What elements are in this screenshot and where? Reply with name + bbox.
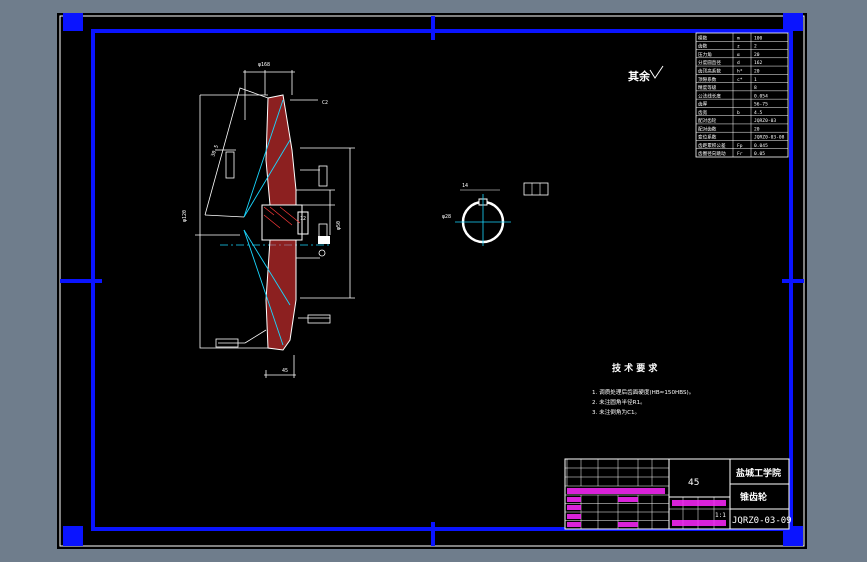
param-label: 顶隙系数 [698, 76, 717, 83]
svg-text:12: 12 [300, 216, 306, 222]
param-label: 齿宽 [698, 109, 708, 116]
technical-requirements: 技 术 要 求 1. 调质处理后齿面硬度(HB≈150HBS)。 2. 未注圆角半… [592, 362, 694, 416]
drawing-number: JQRZ0-03-09 [732, 516, 792, 526]
param-value: 20 [754, 69, 760, 75]
param-symbol: b [737, 110, 740, 116]
param-label: 齿顶高系数 [698, 68, 721, 75]
svg-text:φ28: φ28 [442, 214, 451, 220]
tolerance-frames [215, 151, 331, 348]
param-value: 56-75 [754, 102, 768, 108]
roughness-label: 其余 [628, 69, 651, 83]
upper-section-hatch [265, 94, 297, 206]
svg-text:φ50: φ50 [336, 221, 342, 230]
svg-text:30.5: 30.5 [210, 144, 220, 157]
gear-section-view: φ168 φ120 φ50 45 C2 12 30.5 [182, 62, 355, 378]
param-value: 1 [754, 77, 757, 83]
tech-req-item: 1. 调质处理后齿面硬度(HB≈150HBS)。 [592, 388, 694, 396]
param-label: 齿距累积公差 [698, 142, 726, 149]
roughness-note: 其余 [628, 65, 664, 83]
param-label: 配对齿轮 [698, 117, 717, 124]
param-symbol: c* [737, 77, 743, 83]
param-value: 0.054 [754, 93, 768, 99]
param-value: 0.045 [754, 143, 768, 149]
svg-text:φ120: φ120 [182, 210, 188, 222]
titleblock-field-labels [567, 488, 726, 527]
param-value: JQRZ0-03-08 [754, 135, 785, 141]
param-symbol: h* [737, 69, 743, 75]
title-block: 45 盐城工学院 锥齿轮 JQRZ0-03-09 1:1 [564, 458, 792, 530]
tech-req-item: 3. 未注倒角为C1。 [592, 408, 640, 416]
school-name: 盐城工学院 [736, 467, 781, 479]
corner-marks [63, 13, 803, 546]
param-label: 齿数 [698, 43, 708, 50]
svg-text:C2: C2 [322, 100, 328, 106]
param-label: 齿圈径向跳动 [698, 150, 726, 157]
param-value: 2 [754, 44, 757, 50]
roughness-symbol-icon [649, 65, 664, 79]
param-value: 4.5 [754, 110, 763, 116]
param-symbol: m [737, 36, 740, 41]
centering-marks [60, 16, 804, 546]
param-value: 20 [754, 126, 760, 132]
param-symbol: d [737, 60, 740, 66]
param-label: 配对齿数 [698, 125, 717, 132]
tech-req-title: 技 术 要 求 [612, 362, 658, 374]
gear-parameter-table: 模数 m 100 齿数 z 2 压力角 α 20 分度圆直径 d 162 齿顶高系数 h* 20 顶隙系数 c*… [695, 32, 789, 158]
keyway-detail-view: 14 φ28 [442, 182, 549, 246]
param-value: 8 [754, 85, 757, 91]
param-symbol: α [737, 53, 740, 58]
param-value: 0.05 [754, 151, 765, 157]
hub-outline [261, 204, 303, 241]
param-label: 齿厚 [698, 102, 708, 108]
scale-text: 1:1 [715, 512, 726, 519]
param-label: 精度等级 [698, 84, 717, 91]
param-value: JQRZ0-03 [754, 118, 776, 124]
param-label: 压力角 [698, 51, 712, 58]
param-symbol: z [737, 45, 740, 50]
param-label: 公法线长度 [698, 92, 721, 99]
material-text: 45 [688, 478, 699, 488]
param-label: 分度圆直径 [698, 59, 721, 66]
construction-lines [195, 70, 355, 378]
pitch-cone-lines [243, 99, 291, 346]
lower-section-hatch [265, 239, 297, 351]
svg-text:14: 14 [462, 183, 468, 189]
param-label: 变位系数 [698, 134, 717, 141]
param-symbol: Fp [737, 143, 743, 149]
tech-req-item: 2. 未注圆角半径R1。 [592, 398, 646, 406]
param-value: 100 [754, 35, 763, 41]
param-value: 162 [754, 60, 763, 66]
svg-text:45: 45 [282, 368, 288, 374]
param-symbol: Fr [737, 151, 743, 157]
svg-text:φ168: φ168 [258, 62, 270, 68]
part-name: 锥齿轮 [740, 491, 767, 503]
param-label: 模数 [698, 34, 708, 41]
param-value: 20 [754, 52, 760, 58]
